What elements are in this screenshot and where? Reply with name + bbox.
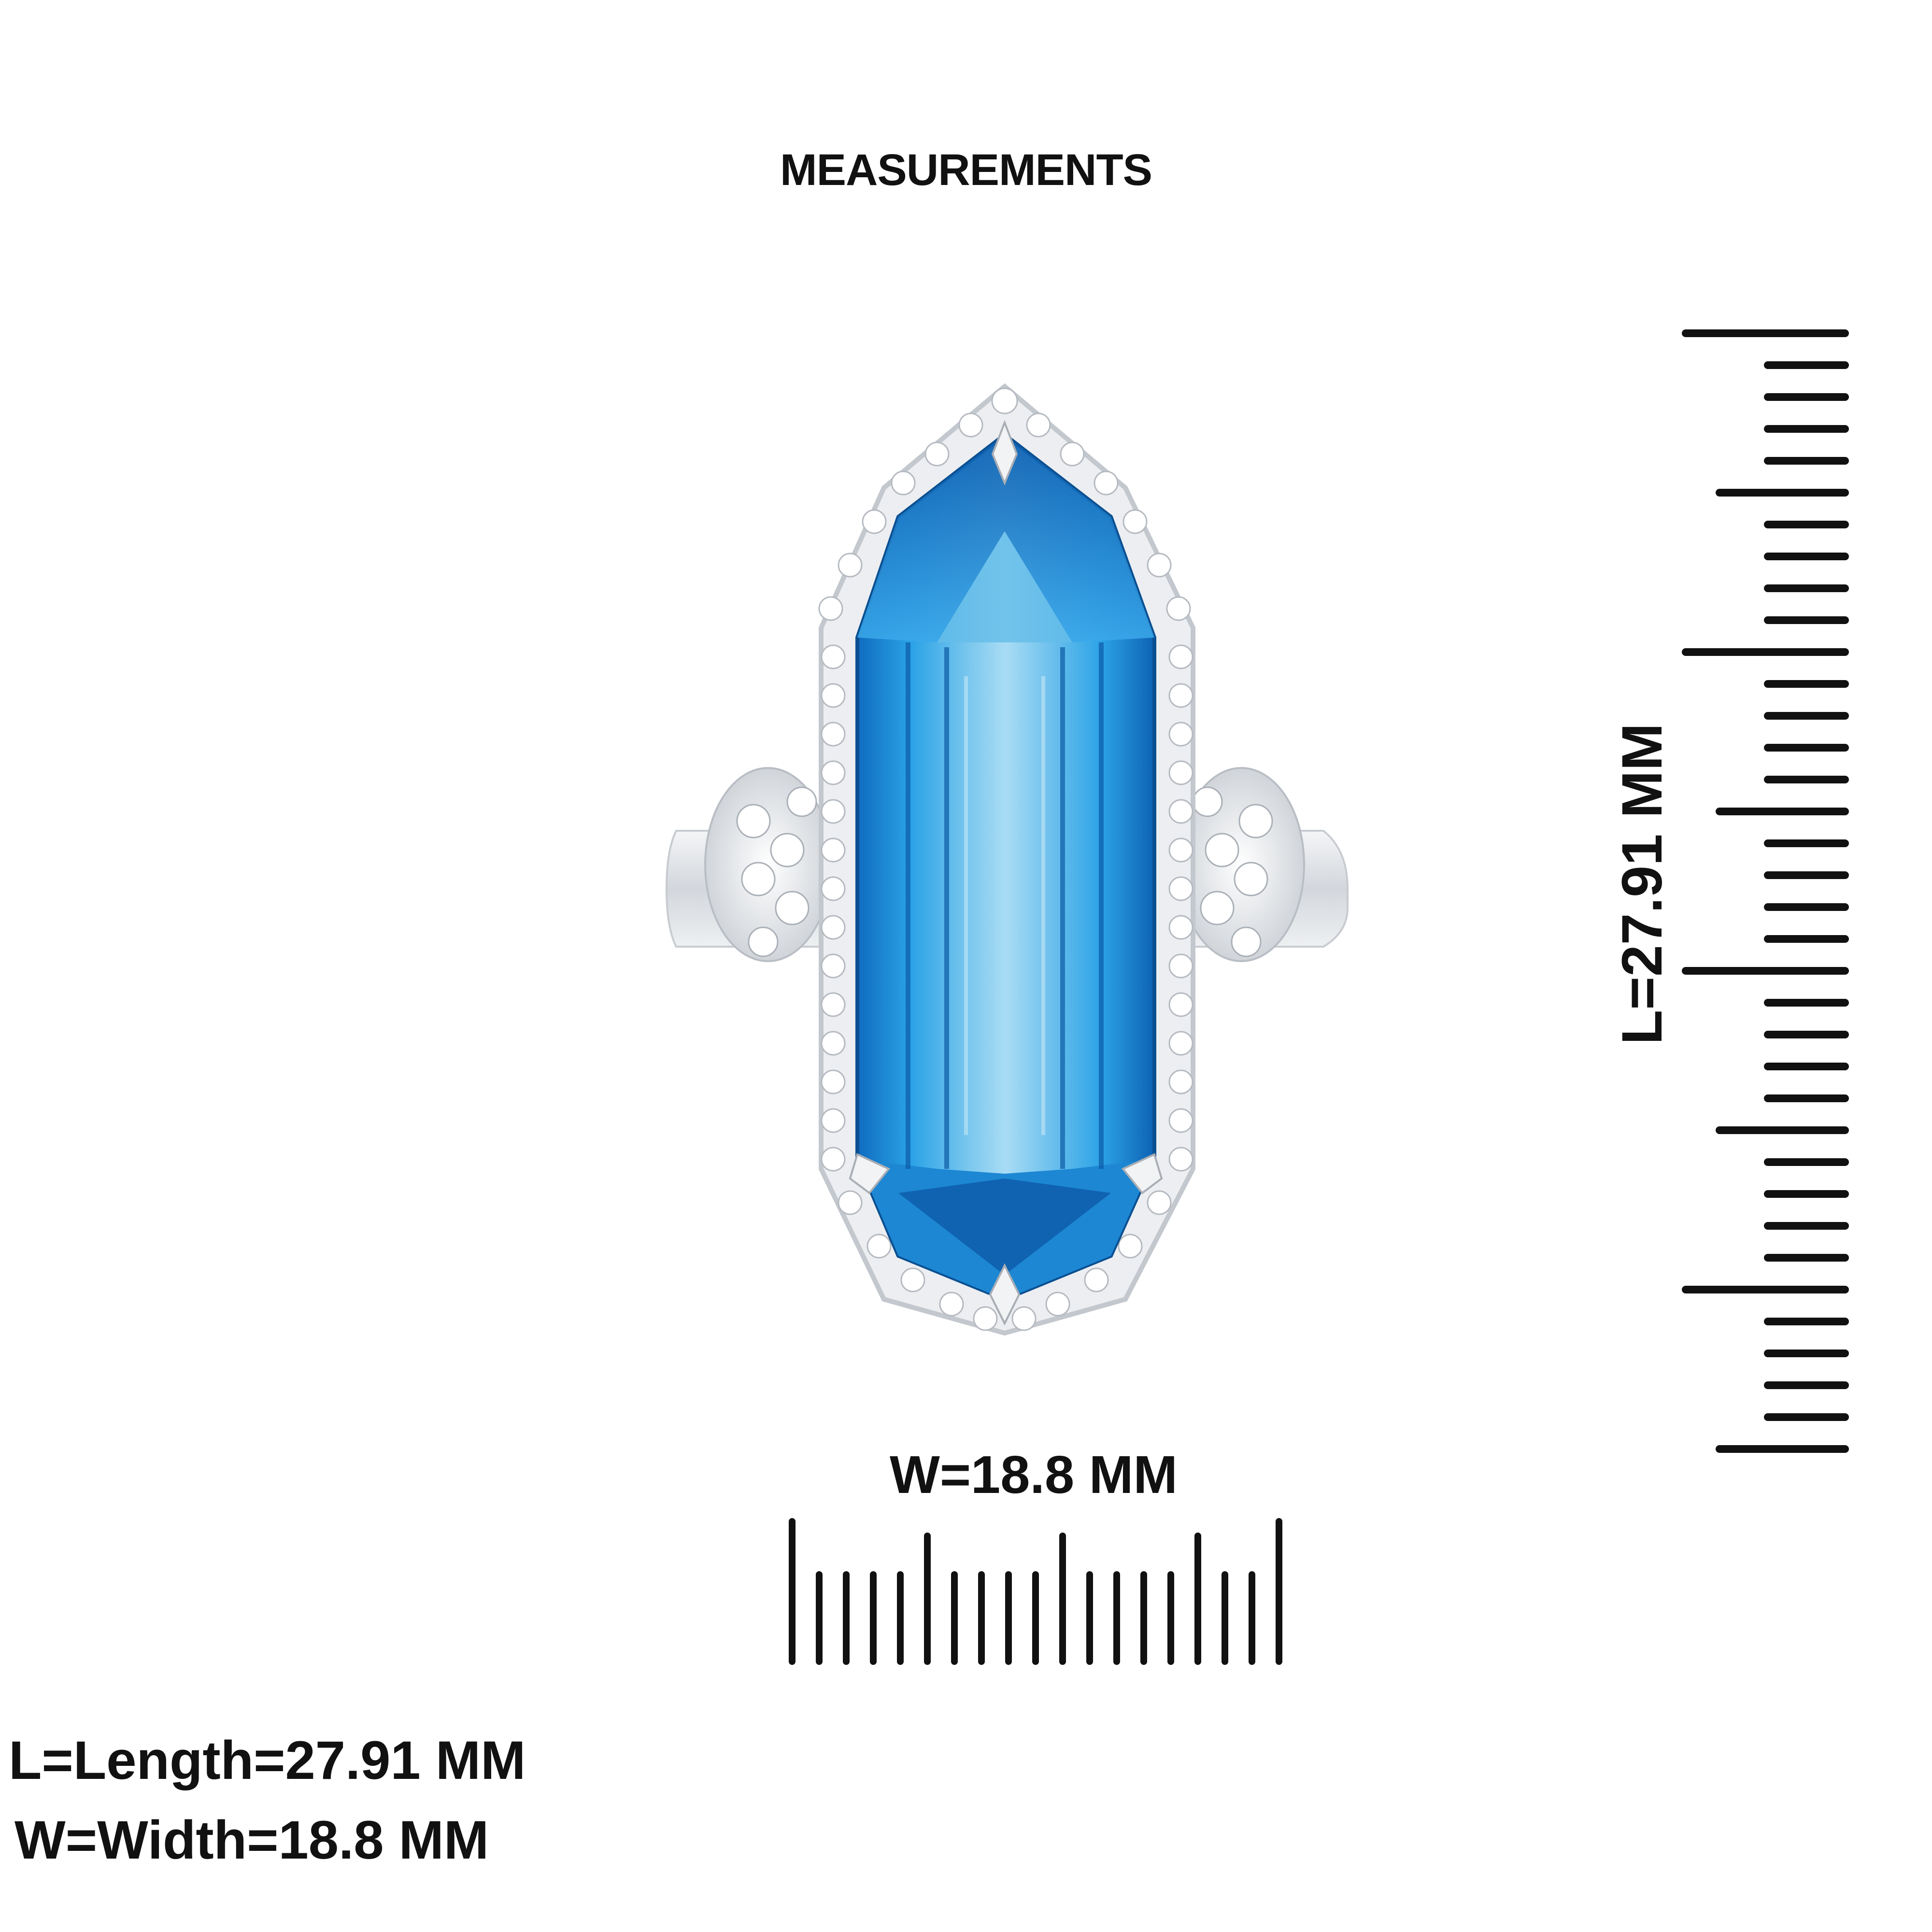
top-prong — [991, 420, 1018, 486]
width-measurement-label: W=18.8 MM — [890, 1445, 1178, 1505]
length-measurement-label: L=27.91 MM — [1610, 723, 1674, 1045]
legend-width: W=Width=18.8 MM — [14, 1810, 489, 1870]
bottom-prong — [989, 1263, 1021, 1326]
left-prong — [849, 1153, 891, 1194]
right-prong — [1121, 1153, 1163, 1194]
halo-diamonds — [818, 387, 1193, 1331]
legend-length: L=Length=27.91 MM — [9, 1730, 526, 1790]
page-title: MEASUREMENTS — [780, 145, 1152, 195]
